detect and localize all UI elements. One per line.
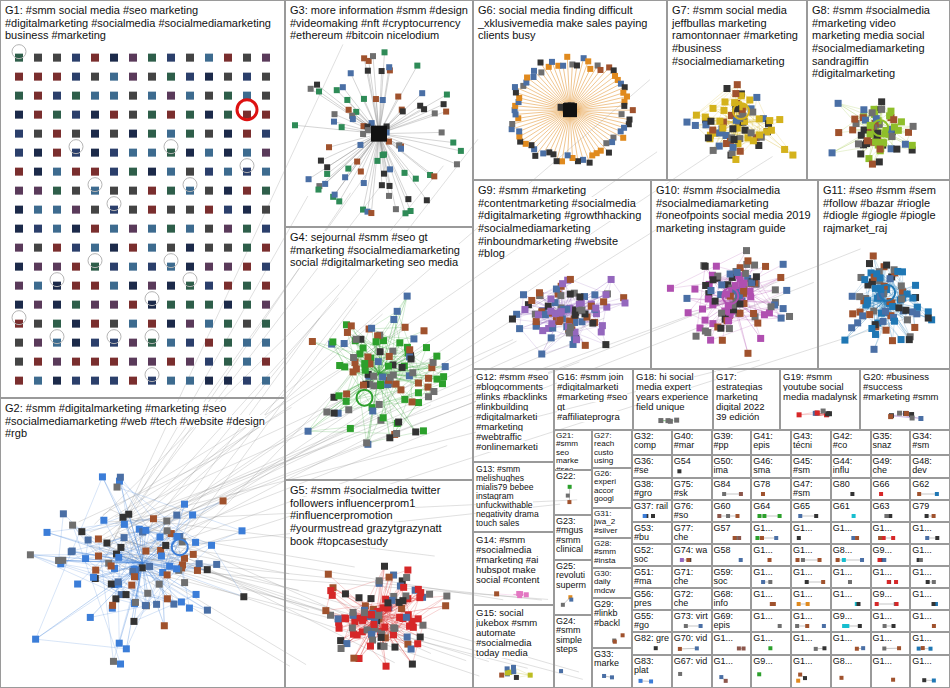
- graph-canvas: G1: #smm social media #seo marketing #di…: [0, 0, 950, 688]
